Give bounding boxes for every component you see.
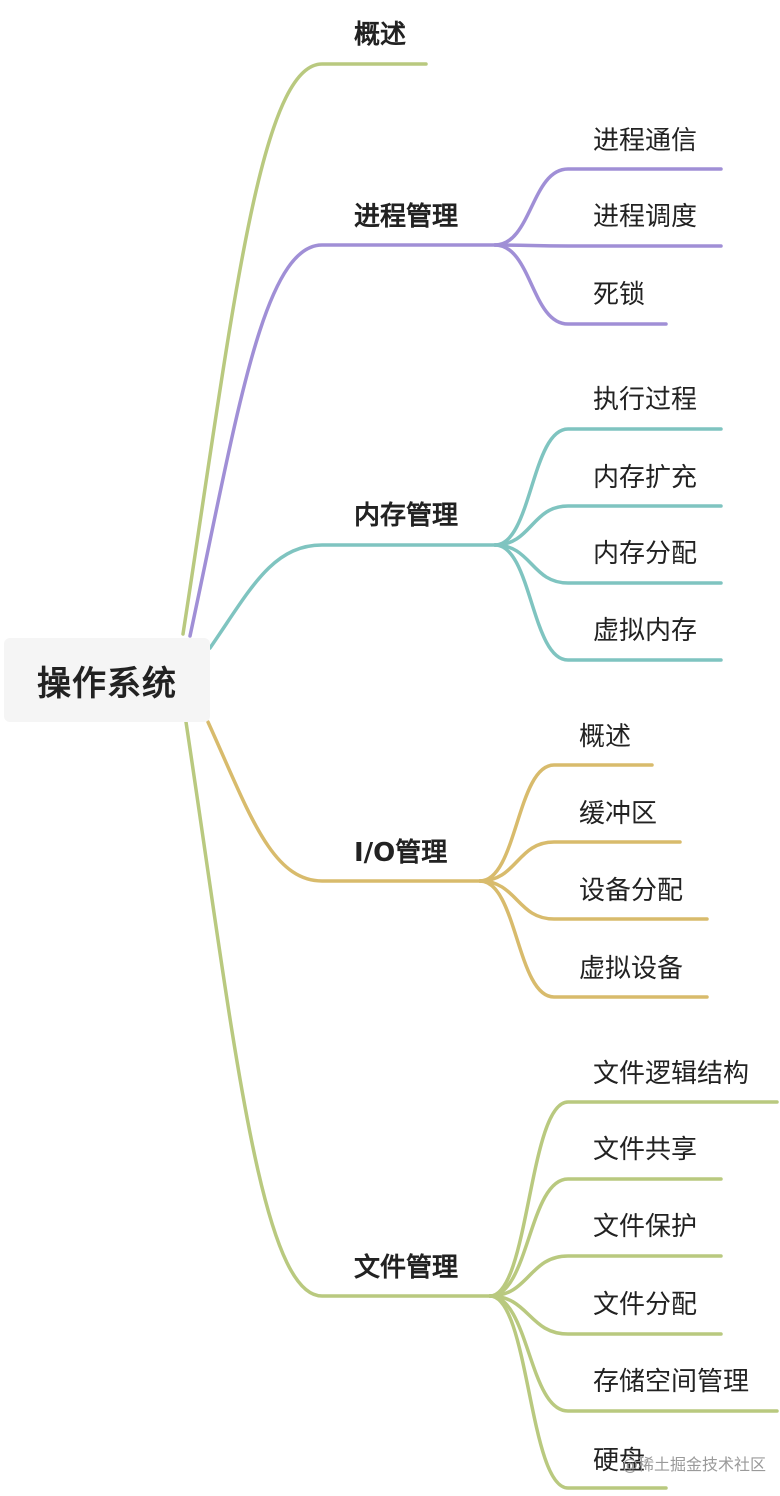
- leaf-connector: [488, 1177, 723, 1298]
- leaf-label[interactable]: 硬盘: [593, 1446, 646, 1476]
- root-label: 操作系统: [37, 663, 177, 704]
- branch-connector-memory: [208, 543, 497, 650]
- leaf-label[interactable]: 虚拟设备: [579, 954, 684, 984]
- leaf-connector: [488, 1254, 723, 1298]
- leaf-connector: [488, 1294, 668, 1490]
- leaf-label[interactable]: 进程调度: [593, 202, 698, 232]
- leaf-connector: [478, 879, 709, 999]
- leaf-connector: [488, 1294, 779, 1413]
- branch-connector-overview: [181, 62, 428, 636]
- leaf-connector: [488, 1100, 779, 1298]
- leaf-connector: [493, 243, 723, 248]
- leaf-label[interactable]: 设备分配: [579, 876, 684, 906]
- leaf-label[interactable]: 死锁: [593, 280, 646, 310]
- leaf-label[interactable]: 执行过程: [593, 385, 698, 415]
- branch-memory-label[interactable]: 内存管理: [354, 501, 459, 531]
- branch-process-label[interactable]: 进程管理: [354, 202, 459, 232]
- leaf-connector: [493, 543, 723, 662]
- branch-connector-file: [184, 720, 492, 1298]
- leaf-label[interactable]: 概述: [579, 722, 632, 752]
- watermark: @稀土掘金技术社区: [622, 1455, 767, 1474]
- leaf-label[interactable]: 进程通信: [593, 126, 698, 156]
- leaf-label[interactable]: 内存扩充: [593, 463, 698, 493]
- leaf-label[interactable]: 文件保护: [593, 1212, 698, 1242]
- leaf-connector: [493, 504, 723, 547]
- leaf-label[interactable]: 缓冲区: [579, 799, 658, 829]
- leaf-connector: [493, 543, 723, 585]
- leaf-connector: [478, 840, 682, 883]
- leaf-label[interactable]: 内存分配: [593, 539, 698, 569]
- branch-file-label[interactable]: 文件管理: [354, 1253, 459, 1283]
- leaf-label[interactable]: 文件逻辑结构: [593, 1059, 750, 1089]
- branch-io-label[interactable]: I/O管理: [354, 838, 448, 868]
- leaf-label[interactable]: 虚拟内存: [593, 616, 698, 646]
- leaf-label[interactable]: 文件分配: [593, 1290, 698, 1320]
- branch-connector-process: [188, 243, 497, 638]
- leaf-connector: [488, 1294, 723, 1336]
- root-node[interactable]: 操作系统: [4, 638, 210, 722]
- branch-connector-io: [206, 720, 482, 883]
- leaf-connector: [493, 243, 668, 326]
- leaf-connector: [493, 427, 723, 547]
- leaf-connector: [478, 763, 654, 883]
- leaf-connector: [478, 879, 709, 921]
- branch-overview-label[interactable]: 概述: [354, 20, 407, 50]
- leaf-label[interactable]: 存储空间管理: [593, 1367, 750, 1397]
- leaf-label[interactable]: 文件共享: [593, 1135, 698, 1165]
- leaf-connector: [493, 167, 723, 247]
